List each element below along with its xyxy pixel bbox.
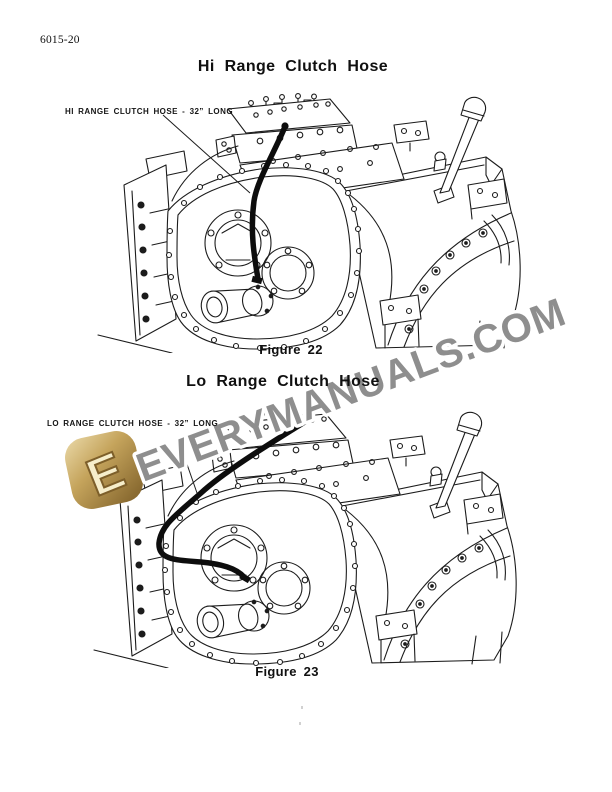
figure-22-caption: Figure 22	[259, 342, 323, 357]
figure-22-drawing	[97, 93, 521, 353]
figure-23-caption: Figure 23	[255, 664, 319, 679]
hose-end-fitting	[251, 275, 263, 285]
hi-range-clutch-hose-path	[249, 126, 287, 282]
hose-top-fitting	[301, 417, 309, 425]
leader-line	[162, 114, 251, 194]
hose-end-fitting	[239, 572, 251, 584]
figure-23-callout: LO RANGE CLUTCH HOSE - 32” LONG	[47, 419, 219, 428]
page-number: 6015-20	[40, 34, 80, 46]
figure-23-title: Lo Range Clutch Hose	[186, 373, 380, 390]
figure-23-annotations	[156, 417, 309, 584]
lo-range-clutch-hose-path	[156, 420, 306, 580]
figure-23-drawing	[93, 408, 517, 668]
figure-22-callout: HI RANGE CLUTCH HOSE - 32” LONG	[65, 107, 234, 116]
figure-22-annotations	[162, 114, 289, 285]
leader-line	[180, 446, 198, 494]
figure-22-title: Hi Range Clutch Hose	[197, 58, 389, 75]
scan-speck	[299, 722, 301, 725]
scan-speck	[301, 706, 303, 709]
hose-top-fitting	[281, 122, 289, 130]
